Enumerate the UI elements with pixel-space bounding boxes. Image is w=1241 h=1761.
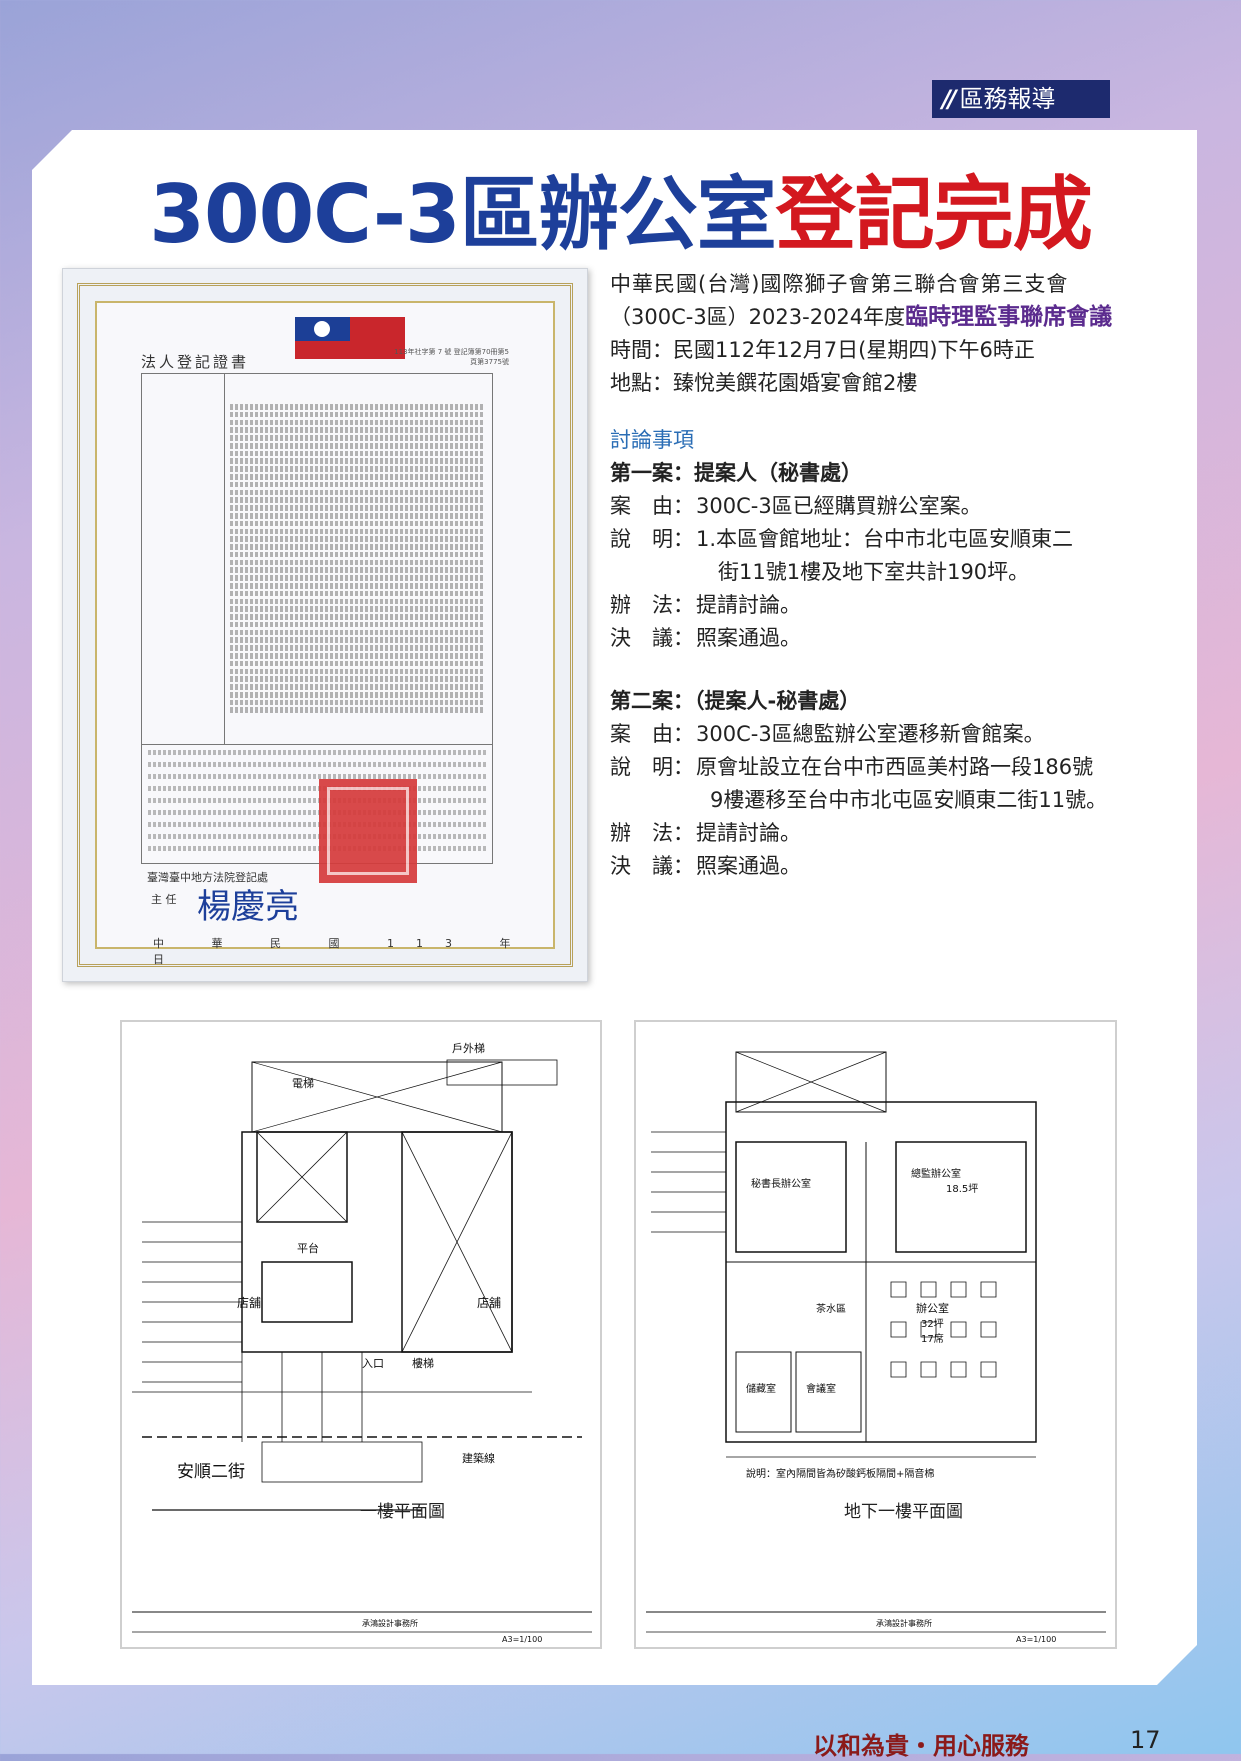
scale-label-2: A3=1/100: [1016, 1635, 1056, 1644]
street-label: 安順二街: [177, 1462, 245, 1482]
governor-office-label: 總監辦公室: [911, 1167, 961, 1180]
first-floor-drawing: 電梯 平台 店舖 店舖 戶外梯 入口 樓梯 建築線 安順二街 承鴻設計事務所 A…: [132, 1042, 592, 1644]
footer-slogan: 以和為貴・用心服務: [813, 1731, 1029, 1760]
basement-drawing: 秘書長辦公室 總監辦公室 18.5坪 辦公室 32坪 17席 會議室 儲藏室 茶…: [646, 1051, 1106, 1644]
discussion-heading: 討論事項: [610, 428, 694, 452]
case1-method: 辦 法：提請討論。: [610, 593, 801, 617]
secretary-label: 秘書長辦公室: [751, 1177, 811, 1190]
firm-label-2: 承鴻設計事務所: [876, 1618, 932, 1628]
page-title: 300C-3區辦公室登記完成: [0, 150, 1241, 266]
scale-label: A3=1/100: [502, 1635, 542, 1644]
registration-certificate: 法人登記證書 113年社字第 7 號 登記簿第70冊第5頁第3775號 臺灣臺中…: [62, 268, 588, 982]
shop-left-label: 店舖: [237, 1295, 261, 1310]
certificate-frame: [77, 283, 573, 967]
firm-label: 承鴻設計事務所: [362, 1618, 418, 1628]
case1-reason: 案 由：300C-3區已經購買辦公室案。: [610, 494, 982, 518]
elevator-label: 電梯: [292, 1077, 314, 1090]
certificate-body: 法人登記證書 113年社字第 7 號 登記簿第70冊第5頁第3775號 臺灣臺中…: [95, 301, 555, 966]
case1-title: 第一案：提案人（秘書處）: [610, 461, 862, 485]
case1-resolve: 決 議：照案通過。: [610, 626, 801, 650]
outdoor-stairs-label: 戶外梯: [452, 1042, 485, 1055]
meeting-time: 時間：民國112年12月7日(星期四)下午6時正: [610, 338, 1035, 362]
area-label: 18.5坪: [946, 1182, 978, 1195]
intro-line2: （300C-3區）2023-2024年度臨時理監事聯席會議: [610, 304, 1113, 330]
certificate-table: [141, 373, 493, 745]
certificate-title: 法人登記證書: [141, 353, 250, 371]
office-area-label: 32坪: [921, 1317, 944, 1330]
certificate-lower-table: [141, 743, 493, 864]
pantry-label: 茶水區: [816, 1302, 846, 1315]
basement-caption: 地下一樓平面圖: [844, 1502, 963, 1522]
page-number: 17: [1130, 1726, 1161, 1754]
section-tag: // 區務報導: [932, 80, 1110, 118]
certificate-date: 中 華 民 國 113 年 日: [153, 937, 533, 966]
basement-floor-plan: 秘書長辦公室 總監辦公室 18.5坪 辦公室 32坪 17席 會議室 儲藏室 茶…: [634, 1020, 1117, 1649]
first-floor-plan: 電梯 平台 店舖 店舖 戶外梯 入口 樓梯 建築線 安順二街 承鴻設計事務所 A…: [120, 1020, 602, 1649]
case1-desc-cont: 街11號1樓及地下室共計190坪。: [718, 560, 1030, 584]
title-part2: 登記完成: [775, 168, 1093, 261]
note-label: 說明：室內隔間皆為矽酸鈣板隔間+隔音棉: [746, 1467, 934, 1480]
office-label: 辦公室: [916, 1301, 949, 1315]
official-seal: [319, 779, 417, 883]
certificate-number: 113年社字第 7 號 登記簿第70冊第5頁第3775號: [394, 348, 509, 366]
case2-reason: 案 由：300C-3區總監辦公室遷移新會館案。: [610, 722, 1045, 746]
title-part1: 300C-3區辦公室: [149, 168, 776, 261]
meeting-label: 會議室: [806, 1382, 836, 1395]
case2-title: 第二案：（提案人-秘書處）: [610, 689, 861, 713]
first-floor-caption: 一樓平面圖: [360, 1502, 445, 1522]
flag-icon: [295, 317, 405, 359]
section-tag-label: 區務報導: [959, 85, 1056, 113]
meeting-text: 中華民國(台灣)國際獅子會第三聯合會第三支會 （300C-3區）2023-202…: [610, 268, 1180, 883]
case2-desc-cont: 9樓遷移至台中市北屯區安順東二街11號。: [710, 788, 1108, 812]
intro-line1: 中華民國(台灣)國際獅子會第三聯合會第三支會: [610, 272, 1069, 296]
storage-label: 儲藏室: [746, 1382, 776, 1395]
case2-resolve: 決 議：照案通過。: [610, 854, 801, 878]
case2-method: 辦 法：提請討論。: [610, 821, 801, 845]
platform-label: 平台: [297, 1241, 319, 1255]
chief-label: 主 任: [151, 893, 177, 906]
office-seats-label: 17席: [921, 1332, 944, 1345]
case1-desc: 說 明：1.本區會館地址：台中市北屯區安順東二: [610, 527, 1074, 551]
slash-icon: //: [942, 85, 956, 113]
entrance-label: 入口: [362, 1357, 384, 1370]
building-line-label: 建築線: [462, 1451, 495, 1465]
meeting-place: 地點：臻悅美饌花園婚宴會館2樓: [610, 371, 918, 395]
stairs-label: 樓梯: [412, 1356, 434, 1370]
case2-desc: 說 明：原會址設立在台中市西區美村路一段186號: [610, 755, 1094, 779]
signature: 楊慶亮: [197, 887, 299, 927]
shop-right-label: 店舖: [477, 1295, 501, 1310]
court-name: 臺灣臺中地方法院登記處: [147, 871, 268, 884]
